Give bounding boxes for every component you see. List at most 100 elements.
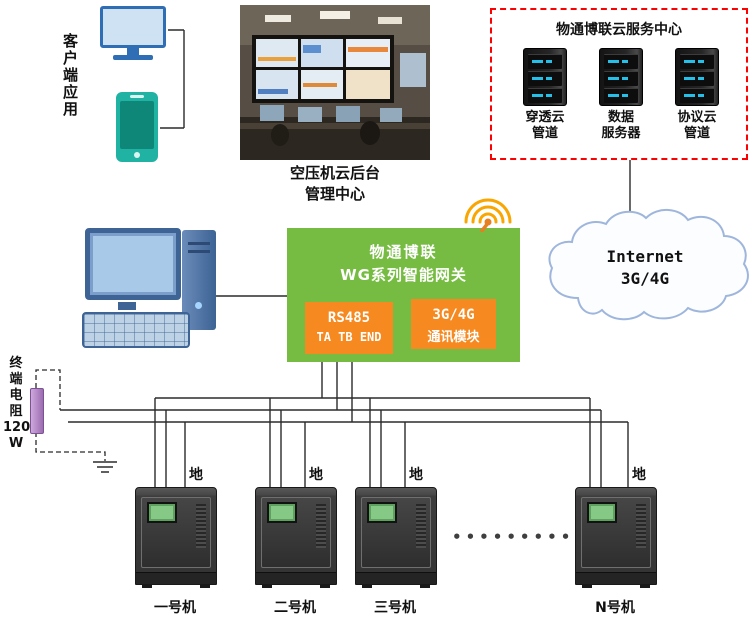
client-bracket-line <box>160 29 185 129</box>
phone-screen <box>120 101 154 149</box>
machine-label-2: 二号机 <box>274 600 316 616</box>
machine-base <box>136 572 216 584</box>
machineN-drop-lines <box>589 398 629 487</box>
gateway-drop-lines <box>321 362 353 422</box>
rs485-port-box: RS485 TA TB END <box>305 302 393 354</box>
machine-vents <box>316 504 326 548</box>
machine-foot <box>582 584 592 588</box>
resistor-label-char: 阻 <box>9 404 23 419</box>
internet-line-1: Internet <box>606 247 684 266</box>
workstation-keyboard <box>82 312 190 348</box>
more-machines-ellipsis: ••••••••• <box>452 528 575 546</box>
machine-vents <box>416 504 426 548</box>
machine-foot <box>420 584 430 588</box>
cloud-service-center-title: 物通博联云服务中心 <box>556 22 682 38</box>
server-unit <box>528 88 562 103</box>
machine-vents <box>636 504 646 548</box>
cloud-service-center-panel: 物通博联云服务中心 穿透云 管道 数据 服务器 协议云 管道 <box>490 8 748 160</box>
rs485-terminals-label: TA TB END <box>316 330 382 344</box>
machine-foot <box>142 584 152 588</box>
desktop-screen <box>100 6 166 48</box>
server-unit <box>680 88 714 103</box>
desktop-stand <box>127 48 139 55</box>
gateway-title-line-2: WG系列智能网关 <box>340 266 467 284</box>
workstation-monitor <box>85 228 181 300</box>
server-icon-penetration <box>523 48 567 106</box>
machine-display <box>147 502 177 523</box>
terminal-resistor-icon <box>30 388 44 434</box>
earth-ground-symbol <box>93 461 117 473</box>
phone-home-button <box>134 152 140 158</box>
server-label-line: 穿透云 <box>525 110 565 125</box>
ground-label-machine2: 地 <box>309 467 323 483</box>
server-unit <box>528 54 562 69</box>
machine-foot <box>320 584 330 588</box>
machine-display <box>267 502 297 523</box>
tower-drive-slot <box>188 250 210 253</box>
tower-power-button <box>195 302 202 309</box>
phone-speaker <box>130 95 144 98</box>
comm-module-label-line-2: 通讯模块 <box>427 330 480 345</box>
wifi-signal-icon <box>462 186 516 236</box>
machine-display <box>587 502 617 523</box>
machine-display <box>367 502 397 523</box>
server-label-line: 管道 <box>683 126 710 141</box>
client-apps-label: 客户端应用 <box>62 32 78 118</box>
internet-cloud-label: Internet 3G/4G <box>570 246 720 290</box>
rs485-label: RS485 <box>327 310 371 326</box>
caption-line-1: 空压机云后台 <box>289 164 380 182</box>
server-label-penetration: 穿透云 管道 <box>510 110 580 142</box>
desktop-base <box>113 55 153 60</box>
gateway-box: 物通博联 WG系列智能网关 RS485 TA TB END 3G/4G 通讯模块 <box>287 228 520 362</box>
rs485-bus-lines <box>60 397 628 423</box>
resistor-top-dashed-line <box>35 369 61 410</box>
compressor-machine-N <box>575 487 657 588</box>
machine-foot <box>362 584 372 588</box>
server-label-line: 管道 <box>531 126 558 141</box>
machine-label-3: 三号机 <box>374 600 416 616</box>
resistor-label-char: 端 <box>9 372 23 387</box>
server-unit <box>604 54 638 69</box>
internet-cloud-shape <box>538 206 753 328</box>
compressor-machine-2 <box>255 487 337 588</box>
machine-base <box>576 572 656 584</box>
caption-line-2: 管理中心 <box>304 185 365 203</box>
compressor-machine-1 <box>135 487 217 588</box>
machine-base <box>356 572 436 584</box>
resistor-label-char: 120 <box>3 420 31 435</box>
control-center-caption: 空压机云后台 管理中心 <box>250 163 420 205</box>
machine-label-N: N号机 <box>595 600 635 616</box>
internet-line-2: 3G/4G <box>620 269 670 288</box>
compressor-machine-3 <box>355 487 437 588</box>
server-unit <box>528 71 562 86</box>
server-unit <box>604 88 638 103</box>
resistor-label-char: 电 <box>9 388 23 403</box>
server-label-data: 数据 服务器 <box>586 110 656 142</box>
machine-label-1: 一号机 <box>154 600 196 616</box>
machine3-drop-lines <box>369 398 406 487</box>
machine-base <box>256 572 336 584</box>
server-label-line: 服务器 <box>601 126 641 141</box>
machine-foot <box>200 584 210 588</box>
server-icon-data <box>599 48 643 106</box>
dashed-wires <box>35 369 106 461</box>
comm-module-box: 3G/4G 通讯模块 <box>411 299 496 349</box>
resistor-ground-dashed-line <box>35 432 106 461</box>
ground-label-machineN: 地 <box>632 467 646 483</box>
control-room-photo <box>240 5 430 164</box>
smartphone-client-icon <box>116 92 158 162</box>
machine1-drop-lines <box>154 398 186 487</box>
resistor-label-char: W <box>8 436 24 451</box>
server-label-protocol: 协议云 管道 <box>662 110 732 142</box>
ground-label-machine1: 地 <box>189 467 203 483</box>
ground-label-machine3: 地 <box>409 467 423 483</box>
solid-wires <box>60 29 631 487</box>
resistor-label-char: 终 <box>9 356 23 371</box>
server-label-line: 协议云 <box>677 110 717 125</box>
machine2-drop-lines <box>269 398 306 487</box>
server-unit <box>604 71 638 86</box>
comm-module-label-line-1: 3G/4G <box>432 307 475 323</box>
server-icon-protocol <box>675 48 719 106</box>
machine-foot <box>262 584 272 588</box>
